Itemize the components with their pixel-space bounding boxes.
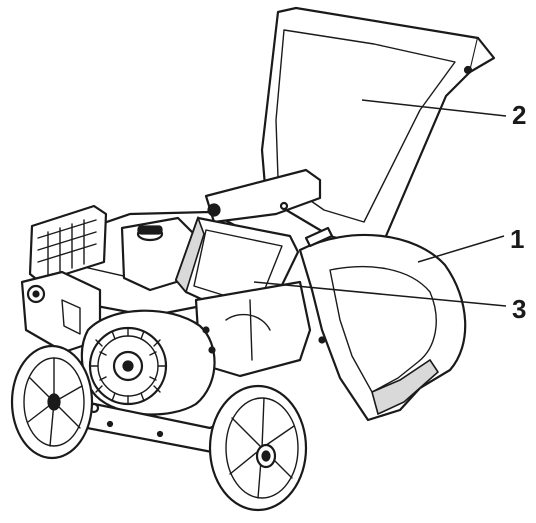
callout-number-3: 3: [512, 294, 526, 324]
leader-line-1: [417, 235, 505, 263]
leader-lines: [253, 99, 507, 307]
leader-line-3: [253, 281, 507, 307]
frame-bracket: [204, 168, 334, 248]
flywheel-cover: [80, 309, 216, 416]
callout-number-1: 1: [510, 224, 524, 254]
callout-number-2: 2: [512, 100, 526, 130]
hopper-chute: [260, 6, 496, 252]
left-wheel: [10, 344, 94, 460]
right-wheel: [208, 384, 308, 512]
leader-line-2: [361, 99, 507, 117]
air-filter: [28, 204, 108, 284]
engine-block: [20, 270, 312, 378]
discharge-hood: [298, 233, 467, 422]
